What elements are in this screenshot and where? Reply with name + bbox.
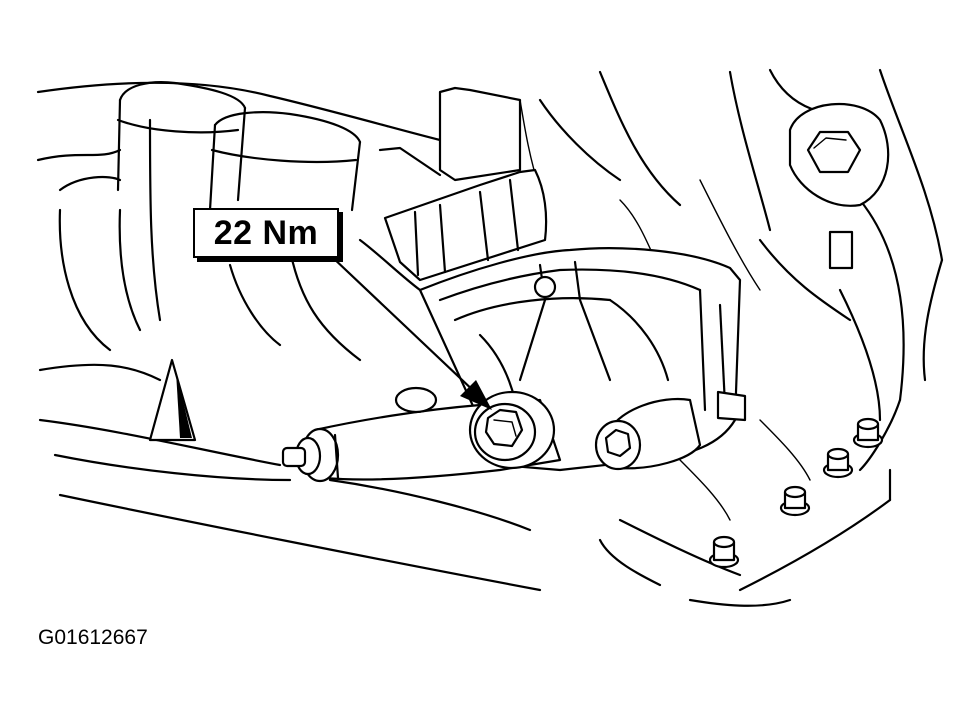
leader-arrow-icon (328, 253, 492, 410)
rib-shadow (176, 372, 192, 438)
flange-studs (708, 417, 884, 569)
washer (394, 386, 438, 414)
cylinder-boss-left (116, 81, 247, 332)
cylinder-boss-right (208, 111, 362, 347)
torque-callout: 22 Nm (193, 208, 339, 258)
sensor-connector (358, 86, 548, 292)
hex-bolt-top-right (788, 102, 890, 270)
housing-outline (36, 68, 944, 607)
torque-value-label: 22 Nm (213, 213, 319, 252)
figure-id-label: G01612667 (38, 626, 148, 649)
hex-bolt-main (468, 390, 556, 470)
hex-bolt-secondary (594, 397, 702, 471)
